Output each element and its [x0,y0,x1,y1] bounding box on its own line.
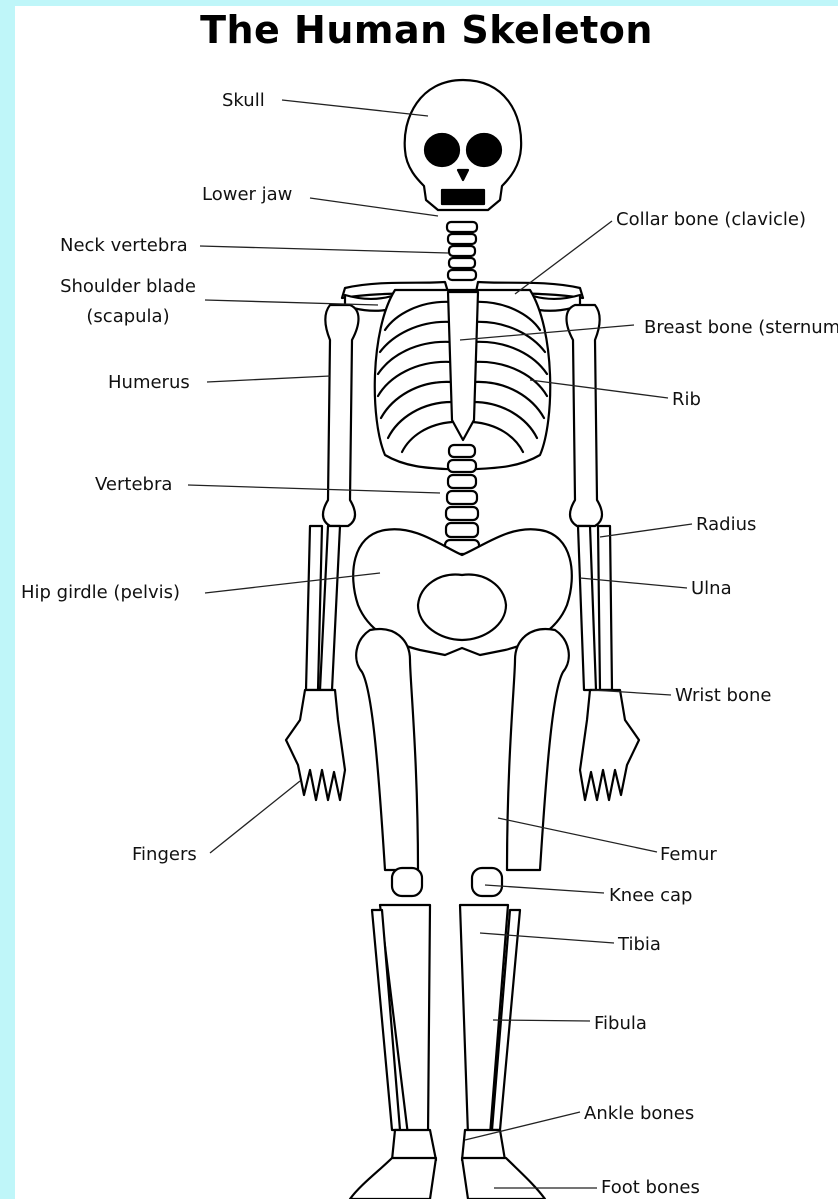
ulna-right [578,526,596,690]
label-foot-bones: Foot bones [601,1177,700,1199]
label-humerus: Humerus [108,372,190,394]
label-skull: Skull [222,90,265,112]
femur-right [507,629,569,870]
kneecap-left [392,868,422,896]
label-tibia: Tibia [618,934,661,956]
humerus-left [323,305,359,526]
label-collar-bone: Collar bone (clavicle) [616,209,806,231]
label-ankle-bones: Ankle bones [584,1103,694,1125]
sternum [448,292,478,440]
label-ulna: Ulna [691,578,732,600]
label-fingers: Fingers [132,844,197,866]
hand-left [286,690,345,800]
right-eye-socket [467,134,501,166]
label-hip-girdle: Hip girdle (pelvis) [21,582,180,604]
label-knee-cap: Knee cap [609,885,692,907]
femur-left [356,629,418,870]
teeth [442,190,484,204]
label-shoulder-blade-scapula: (scapula) [53,306,203,328]
label-fibula: Fibula [594,1013,647,1035]
label-radius: Radius [696,514,756,536]
label-neck-vertebra: Neck vertebra [60,235,188,257]
foot-right [462,1158,545,1199]
label-rib: Rib [672,389,701,411]
worksheet: The Human Skeleton [15,6,838,1199]
label-femur: Femur [660,844,717,866]
foot-left [350,1158,436,1199]
kneecap-right [472,868,502,896]
neck-vertebrae [447,222,477,280]
radius-left [306,526,322,690]
label-lower-jaw: Lower jaw [202,184,292,206]
humerus-right [567,305,603,526]
ulna-left [320,526,340,690]
label-breast-bone: Breast bone (sternum) [644,317,838,339]
pelvis-opening [418,575,506,640]
ankle-right [462,1130,505,1160]
spine-vertebrae [445,445,479,554]
label-shoulder-blade: Shoulder blade [53,276,203,298]
label-vertebra: Vertebra [95,474,172,496]
label-wrist-bone: Wrist bone [675,685,771,707]
left-eye-socket [425,134,459,166]
hand-right [580,690,639,800]
radius-right [598,526,612,690]
ankle-left [392,1130,436,1160]
